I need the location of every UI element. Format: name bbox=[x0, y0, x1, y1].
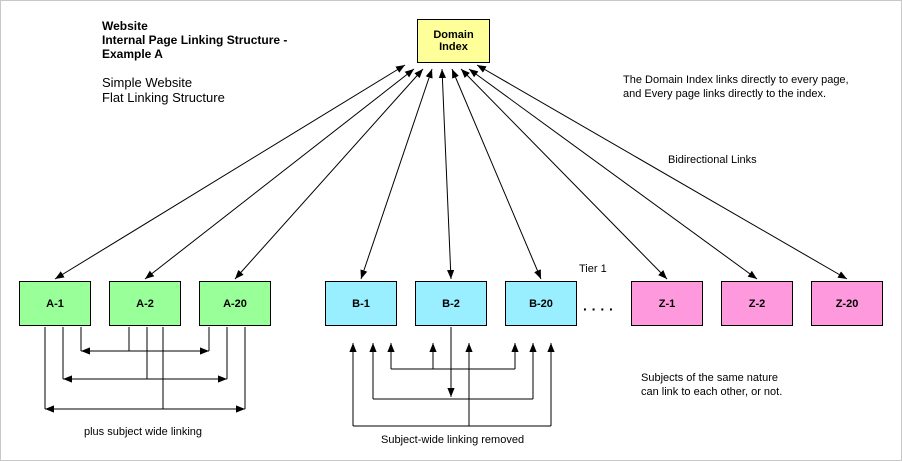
index-label-line: Domain bbox=[433, 29, 474, 41]
page-label: B-1 bbox=[352, 297, 370, 310]
page-label: Z-20 bbox=[835, 297, 859, 310]
ellipsis: ···· bbox=[583, 301, 618, 317]
bidirectional-links-label: Bidirectional Links bbox=[668, 154, 757, 166]
page-node-z-1: Z-1 bbox=[631, 281, 703, 326]
subjects-note: Subjects of the same nature can link to … bbox=[641, 371, 782, 399]
page-node-b-20: B-20 bbox=[505, 281, 577, 326]
b-group-caption: Subject-wide linking removed bbox=[381, 434, 525, 446]
title-line: Example A bbox=[102, 47, 163, 61]
domain-index-node: Domain Index bbox=[417, 19, 490, 63]
b-subject-links bbox=[349, 327, 555, 427]
page-node-z-20: Z-20 bbox=[811, 281, 883, 326]
page-node-a-1: A-1 bbox=[19, 281, 91, 326]
subtitle-line: Simple Website bbox=[102, 75, 193, 90]
title-line: Website bbox=[102, 19, 148, 33]
bidirectional-link-arrow bbox=[476, 64, 848, 280]
note-line: and Every page links directly to the ind… bbox=[623, 88, 827, 100]
page-label: Z-1 bbox=[658, 297, 676, 310]
page-label: B-2 bbox=[442, 297, 460, 310]
a-group-caption: plus subject wide linking bbox=[84, 426, 203, 438]
page-node-a-20: A-20 bbox=[199, 281, 271, 326]
page-label: A-1 bbox=[46, 297, 64, 310]
note-line: The Domain Index links directly to every… bbox=[623, 74, 849, 86]
page-node-z-2: Z-2 bbox=[721, 281, 793, 326]
page-label: A-2 bbox=[136, 297, 154, 310]
bidirectional-link-arrow bbox=[451, 68, 542, 280]
diagram-title: Website Internal Page Linking Structure … bbox=[102, 19, 287, 61]
page-label: Z-2 bbox=[748, 297, 766, 310]
tier-label: Tier 1 bbox=[579, 263, 607, 275]
index-label-line: Index bbox=[439, 41, 468, 53]
index-page-links bbox=[54, 64, 848, 280]
page-node-b-1: B-1 bbox=[325, 281, 397, 326]
bidirectional-link-arrow bbox=[234, 68, 424, 280]
page-node-a-2: A-2 bbox=[109, 281, 181, 326]
index-explanation-note: The Domain Index links directly to every… bbox=[623, 73, 849, 101]
page-node-b-2: B-2 bbox=[415, 281, 487, 326]
bidirectional-link-arrow bbox=[360, 68, 433, 280]
a-subject-links bbox=[44, 327, 246, 413]
bidirectional-link-arrow bbox=[438, 68, 455, 280]
note-line: can link to each other, or not. bbox=[641, 386, 783, 398]
subtitle-line: Flat Linking Structure bbox=[102, 90, 225, 105]
page-label: A-20 bbox=[223, 297, 247, 310]
page-label: B-20 bbox=[529, 297, 553, 310]
title-line: Internal Page Linking Structure - bbox=[102, 33, 288, 47]
note-line: Subjects of the same nature bbox=[641, 372, 778, 384]
diagram-subtitle: Simple Website Flat Linking Structure bbox=[102, 75, 225, 105]
